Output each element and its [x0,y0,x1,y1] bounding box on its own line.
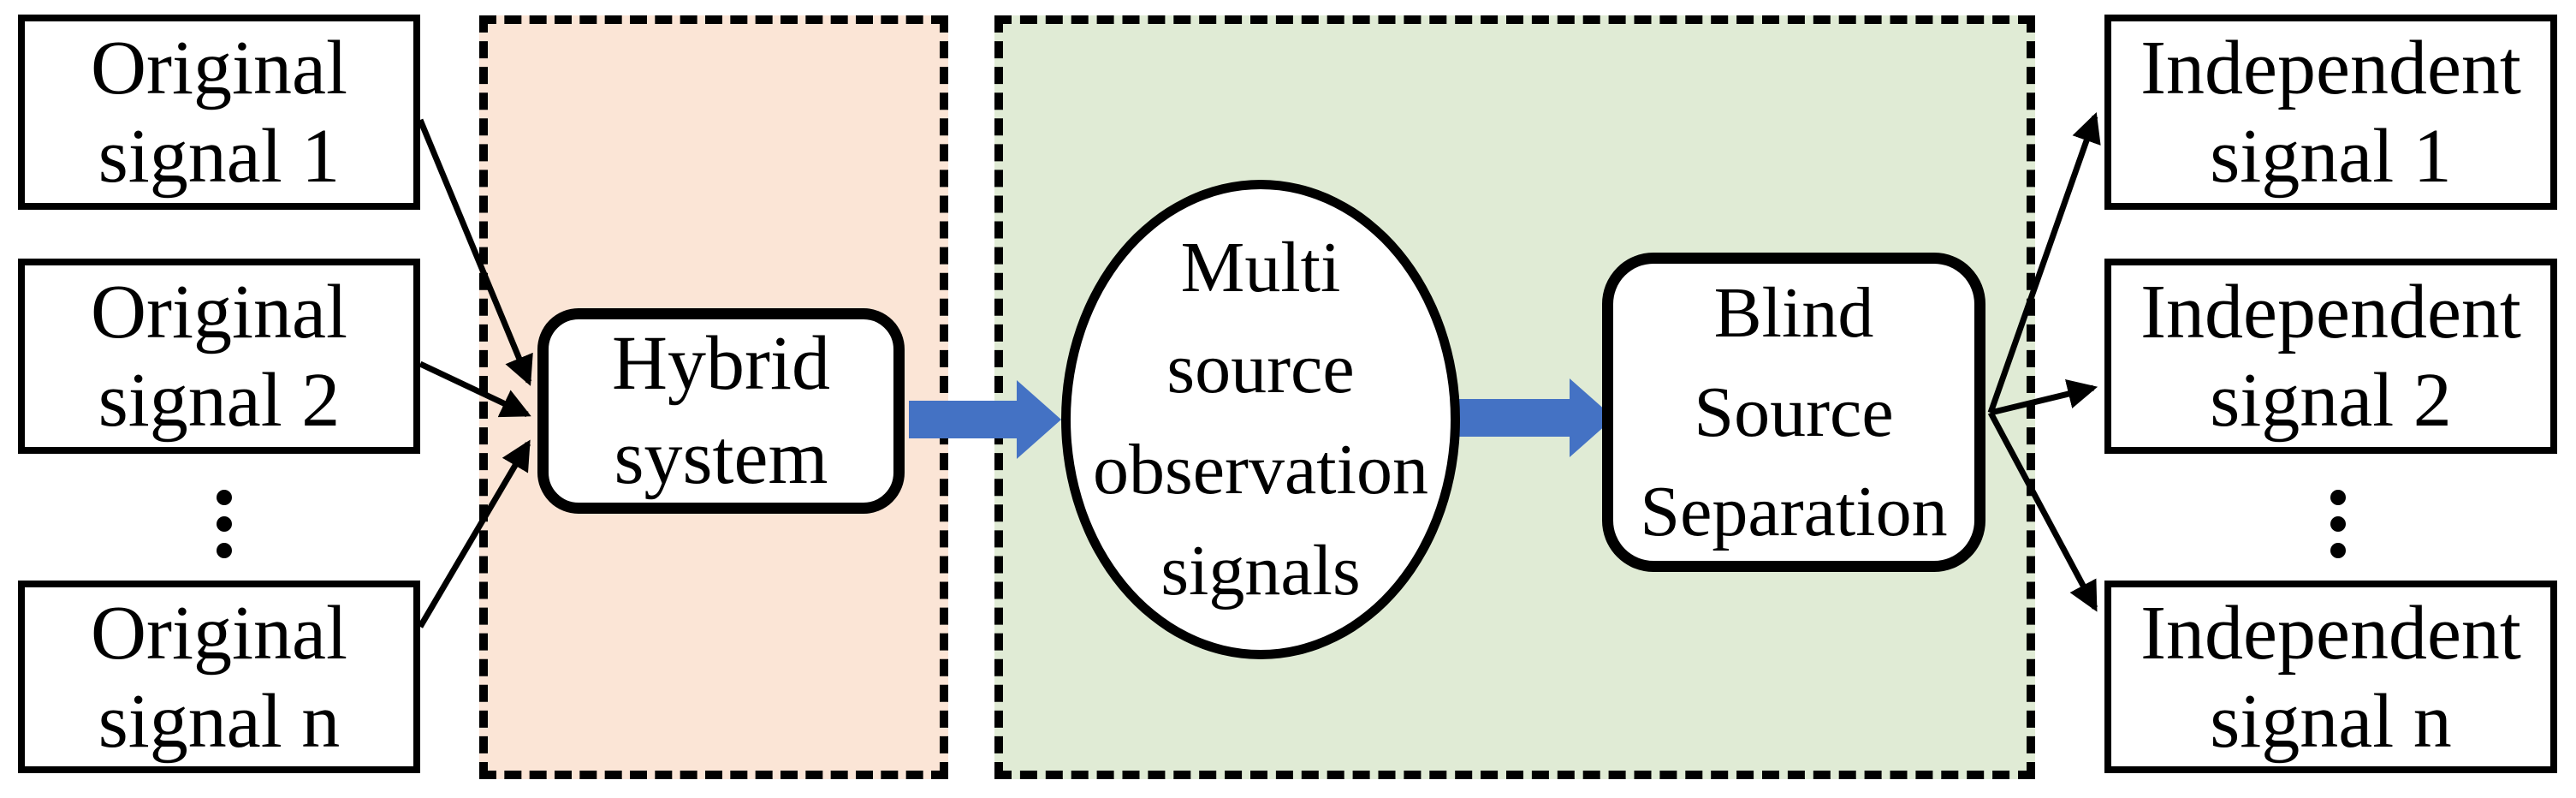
node-label-line: Hybrid [612,321,830,406]
node-label-line: source [1166,329,1355,408]
hybrid-system-node: Hybrid system [537,308,905,514]
independent-signal-2-box: Independent signal 2 [2104,259,2557,454]
arrow-original2-to-hybrid [418,360,531,418]
node-label-line: signal n [98,678,341,764]
node-label-line: Independent [2140,270,2521,354]
ellipsis-dot [217,490,232,505]
node-label-line: Independent [2140,26,2521,110]
ellipsis-dot [217,543,232,558]
original-signal-2-box: Original signal 2 [18,259,420,454]
node-label-line: signal 2 [98,358,341,443]
original-signal-1-box: Original signal 1 [18,15,420,210]
independent-signal-n-box: Independent signal n [2104,581,2557,773]
original-signal-n-box: Original signal n [18,581,420,773]
arrow-original1-to-hybrid [417,118,533,386]
blue-arrow-hybrid-to-observation [909,380,1061,459]
arrow-bss-to-independent1 [1987,112,2101,414]
ellipsis-dot [2330,516,2346,532]
node-label-line: observation [1093,430,1428,509]
node-label-line: signals [1160,531,1361,610]
node-label-line: Original [91,26,347,110]
node-label-line: Source [1694,372,1894,452]
blind-source-separation-node: Blind Source Separation [1602,253,1985,572]
arrow-originaln-to-hybrid [417,439,531,628]
ellipsis-dot [2330,543,2346,558]
node-label-line: Multi [1180,228,1341,307]
arrow-bss-to-independent2 [1990,378,2098,416]
node-label-line: signal 1 [2210,114,2452,199]
ellipsis-dot [2330,490,2346,505]
node-label-line: Blind [1713,272,1874,353]
node-label-line: system [614,415,828,500]
ellipsis-dot [217,516,232,532]
node-label-line: Original [91,270,347,354]
multi-source-observation-signals-node: Multi source observation signals [1061,180,1460,659]
arrow-bss-to-independentn [1987,411,2098,612]
node-label-line: signal 2 [2210,358,2452,443]
node-label-line: Original [91,590,347,676]
left-vertical-ellipsis [217,490,232,558]
node-label-line: signal n [2210,678,2452,764]
blue-arrow-observation-to-bss [1455,378,1614,457]
node-label-line: signal 1 [98,114,341,199]
right-vertical-ellipsis [2330,490,2346,558]
node-label-line: Separation [1640,471,1948,551]
independent-signal-1-box: Independent signal 1 [2104,15,2557,210]
node-label-line: Independent [2140,590,2521,676]
